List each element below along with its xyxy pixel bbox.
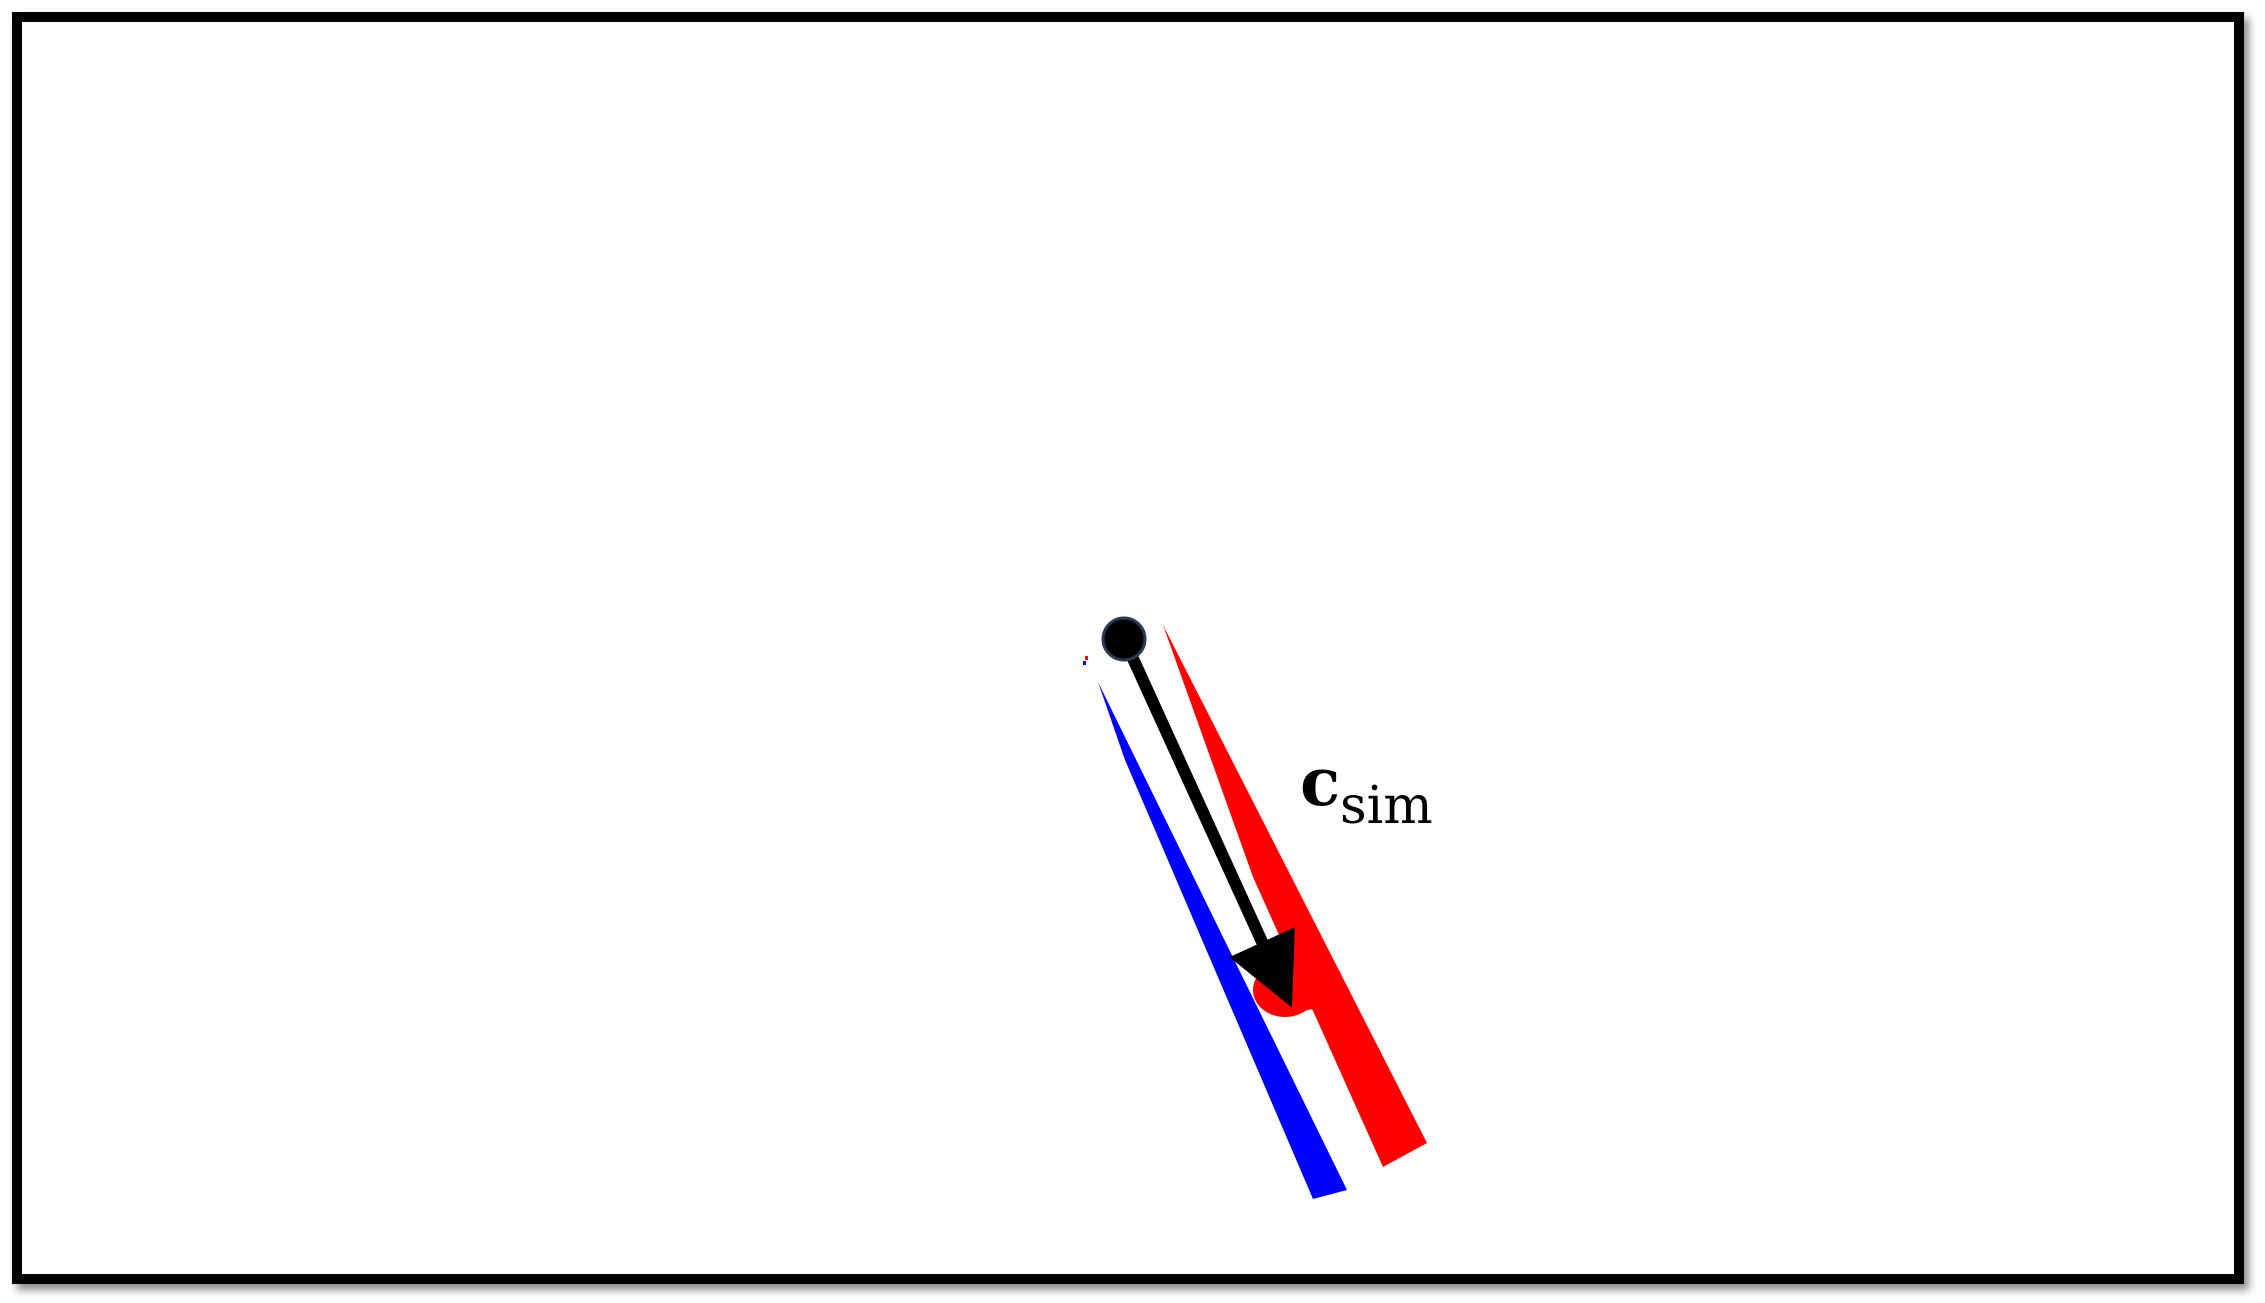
vector-arrow <box>1119 638 1295 1008</box>
blue-wedge <box>1098 682 1347 1199</box>
speck-blue <box>1083 661 1086 665</box>
vector-label: c sim <box>1300 743 1433 836</box>
start-point <box>1101 616 1147 662</box>
speck-red <box>1085 656 1088 660</box>
red-wedge <box>1163 625 1427 1167</box>
vector-label-subscript: sim <box>1340 776 1433 836</box>
vector-label-symbol: c <box>1300 743 1340 821</box>
